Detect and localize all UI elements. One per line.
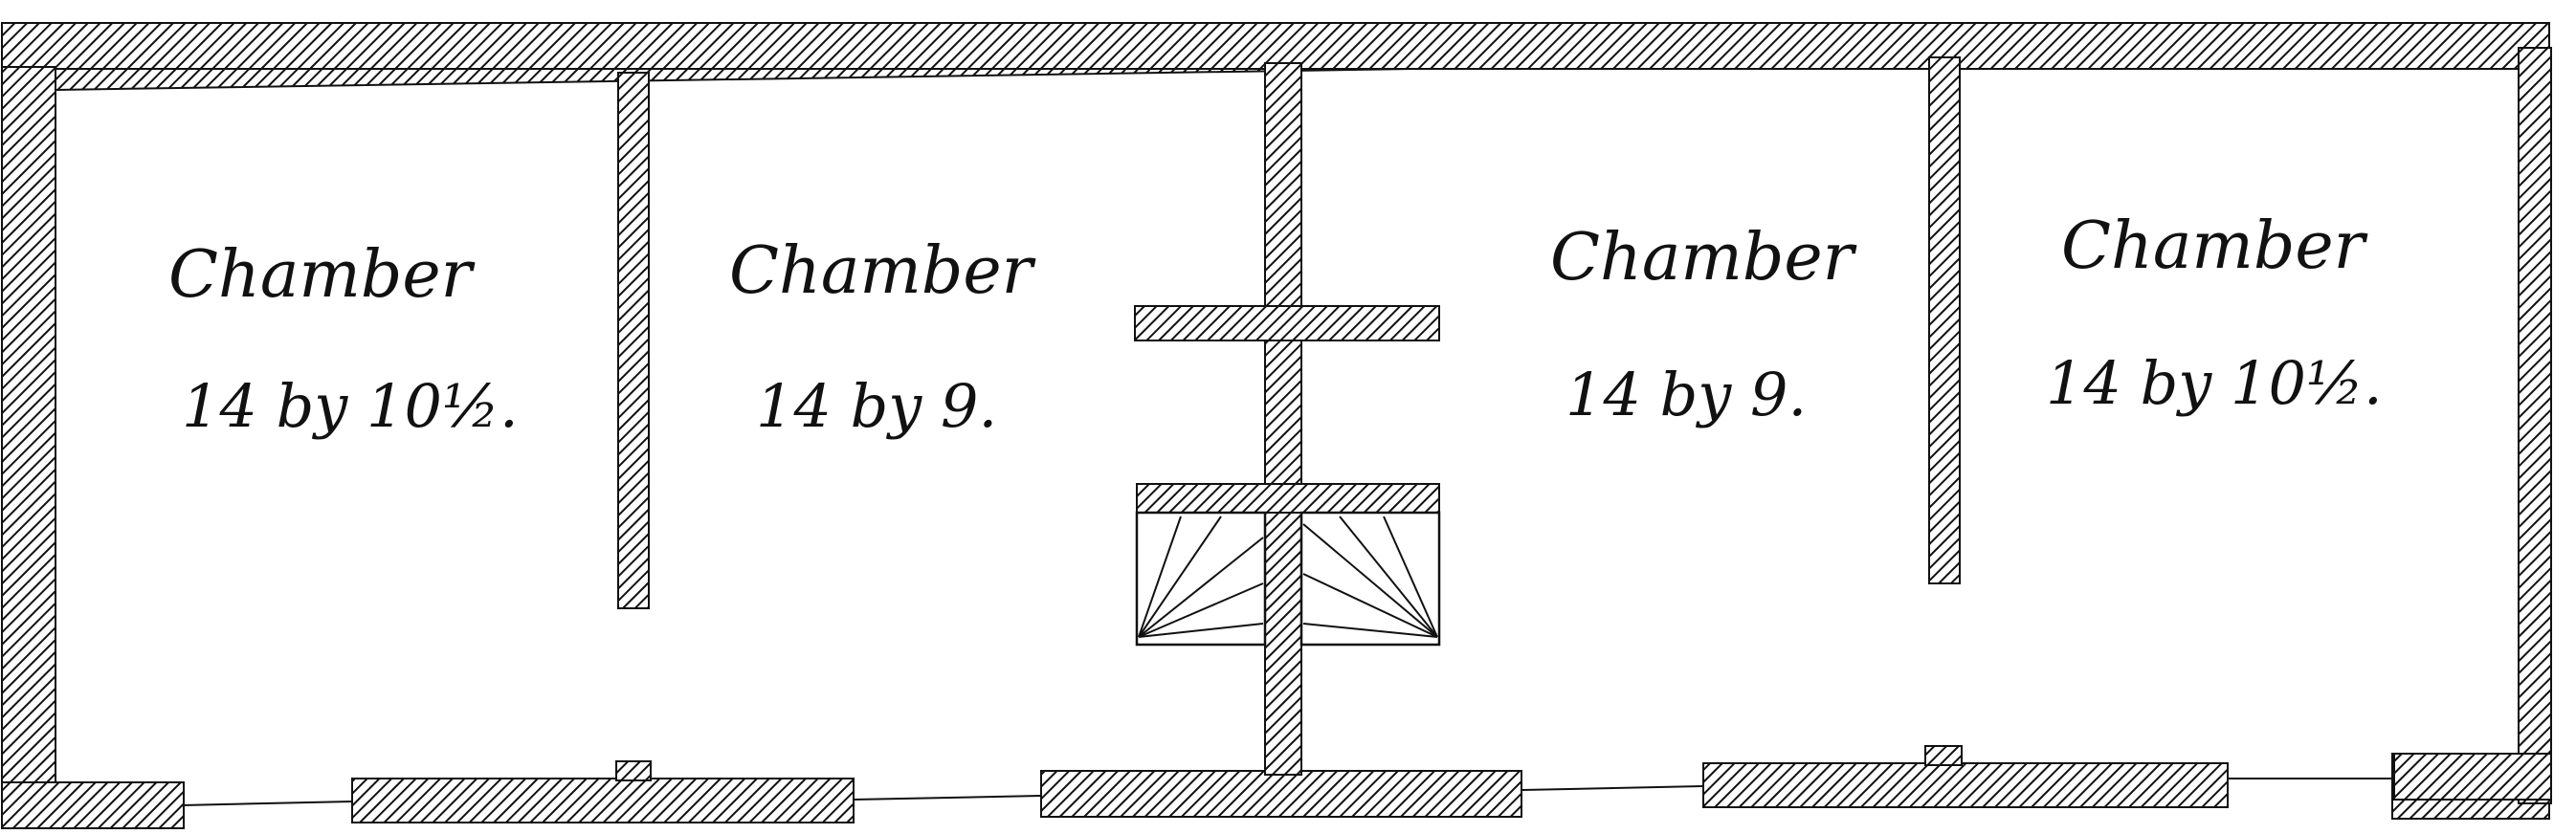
- room-3-name: Chamber: [1550, 220, 1857, 296]
- window-opening-2: [853, 795, 1042, 801]
- room-2-name: Chamber: [729, 233, 1036, 309]
- front-pier-left-stub: [615, 760, 652, 781]
- partition-wall-center: [1264, 62, 1302, 776]
- cross-wall-upper: [1134, 305, 1440, 341]
- front-pier-right: [1702, 762, 2229, 808]
- staircase: [1135, 511, 1441, 647]
- outer-walls: [1, 22, 2552, 829]
- front-wall-piers: [351, 745, 2229, 823]
- stair-treads-left: [1138, 516, 1264, 638]
- room-4-name: Chamber: [2061, 208, 2368, 284]
- room-1-name: Chamber: [168, 237, 476, 313]
- room-labels: Chamber 14 by 10½. Chamber 14 by 9. Cham…: [168, 208, 2383, 441]
- window-opening-1: [181, 801, 353, 806]
- front-pier-left: [351, 778, 855, 823]
- outer-wall-bottom-right-corner: [2393, 753, 2552, 801]
- room-3-size: 14 by 9.: [1566, 360, 1807, 429]
- outer-wall-left-side: [1, 66, 56, 795]
- window-openings: [181, 778, 2394, 806]
- partition-walls: [617, 56, 1961, 776]
- partition-wall-3: [1928, 56, 1961, 584]
- front-pier-right-stub: [1924, 745, 1963, 766]
- outer-wall-top-band: [1, 22, 2550, 70]
- front-pier-center: [1040, 770, 1522, 818]
- room-4-size: 14 by 10½.: [2046, 348, 2383, 418]
- stair-box-right: [1299, 511, 1441, 647]
- stair-treads-right: [1302, 516, 1438, 638]
- window-opening-3: [1521, 785, 1704, 791]
- cross-wall-lower: [1136, 483, 1440, 514]
- partition-wall-1: [617, 72, 650, 609]
- outer-wall-right: [2518, 47, 2552, 804]
- room-1-size: 14 by 10½.: [182, 371, 519, 441]
- outer-wall-bottom-left-corner: [1, 781, 185, 829]
- room-2-size: 14 by 9.: [756, 371, 997, 441]
